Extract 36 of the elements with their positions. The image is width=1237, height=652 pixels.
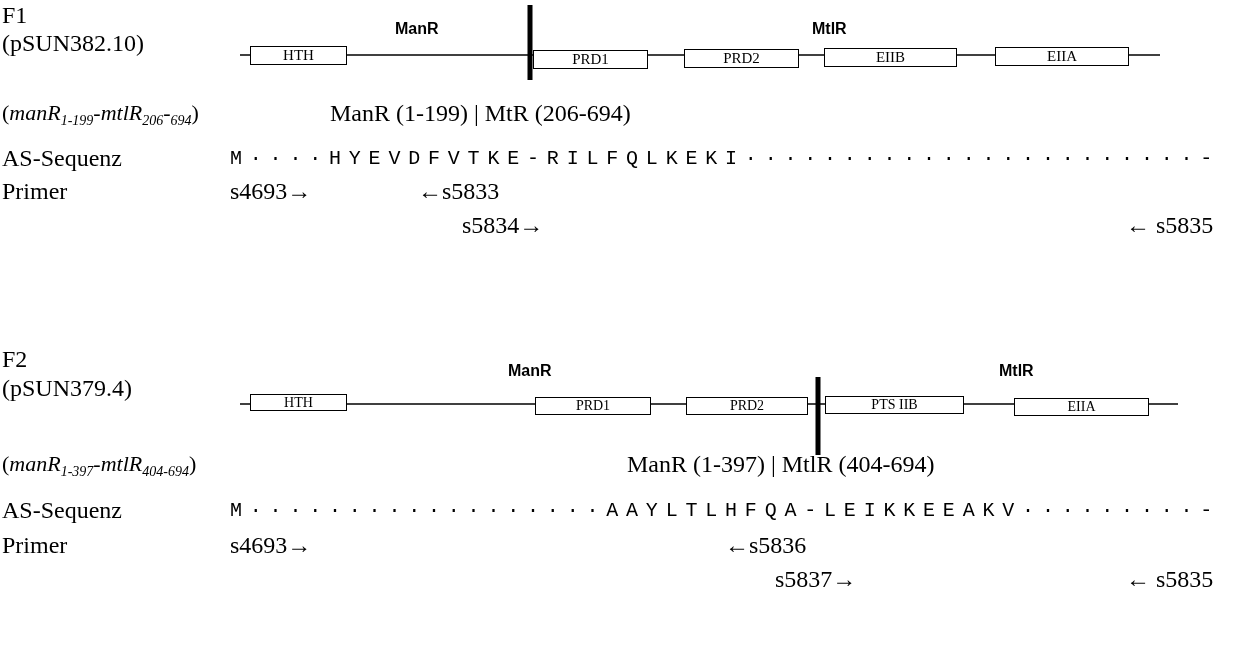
amino-acid-sequence: M····HYEVDFVTKE-RILFQLKEKI·······················- bbox=[230, 146, 1221, 172]
plasmid-name: (pSUN382.10) bbox=[2, 30, 144, 56]
fusion-description: ManR (1-397) | MtlR (404-694) bbox=[627, 451, 935, 477]
construct-name: (manR$_{1-397}$-mtlR$_{404-694}$) bbox=[2, 451, 198, 482]
domain-box: HTH bbox=[250, 394, 347, 411]
domain-box: HTH bbox=[250, 46, 347, 65]
domain-box: PTS IIB bbox=[825, 396, 964, 414]
domain-box: EIIB bbox=[824, 48, 957, 67]
primer-label: ←s5833 bbox=[418, 178, 500, 204]
figure-label: F2 bbox=[2, 346, 28, 372]
primer-label: s4693→ bbox=[230, 178, 312, 204]
domain-box: PRD2 bbox=[686, 397, 808, 415]
domain-box: PRD1 bbox=[533, 50, 648, 69]
primer-label: s4693→ bbox=[230, 532, 312, 558]
row-label: AS-Sequenz bbox=[2, 497, 122, 523]
figure-label: F1 bbox=[2, 2, 28, 28]
plasmid-name: (pSUN379.4) bbox=[2, 375, 132, 401]
primer-label: ← s5835 bbox=[1126, 566, 1214, 592]
primer-label: ←s5836 bbox=[725, 532, 807, 558]
domain-box: EIIA bbox=[995, 47, 1129, 66]
construct-name: (manR$_{1-199}$-mtlR$_{206}$-$_{694}$) bbox=[2, 100, 200, 131]
primer-label: s5837→ bbox=[775, 566, 857, 592]
row-label: Primer bbox=[2, 532, 68, 558]
fusion-description: ManR (1-199) | MtR (206-694) bbox=[330, 100, 631, 126]
primer-label: s5834→ bbox=[462, 212, 544, 238]
domain-box: EIIA bbox=[1014, 398, 1149, 416]
region-label: MtlR bbox=[999, 362, 1034, 380]
primer-label: ← s5835 bbox=[1126, 212, 1214, 238]
amino-acid-sequence: M··················AAYLTLHFQA-LEIKKEEAKV·········- bbox=[230, 498, 1221, 524]
row-label: Primer bbox=[2, 178, 68, 204]
region-label: MtlR bbox=[812, 20, 847, 38]
domain-box: PRD2 bbox=[684, 49, 799, 68]
row-label: AS-Sequenz bbox=[2, 145, 122, 171]
region-label: ManR bbox=[508, 362, 552, 380]
domain-box: PRD1 bbox=[535, 397, 651, 415]
region-label: ManR bbox=[395, 20, 439, 38]
